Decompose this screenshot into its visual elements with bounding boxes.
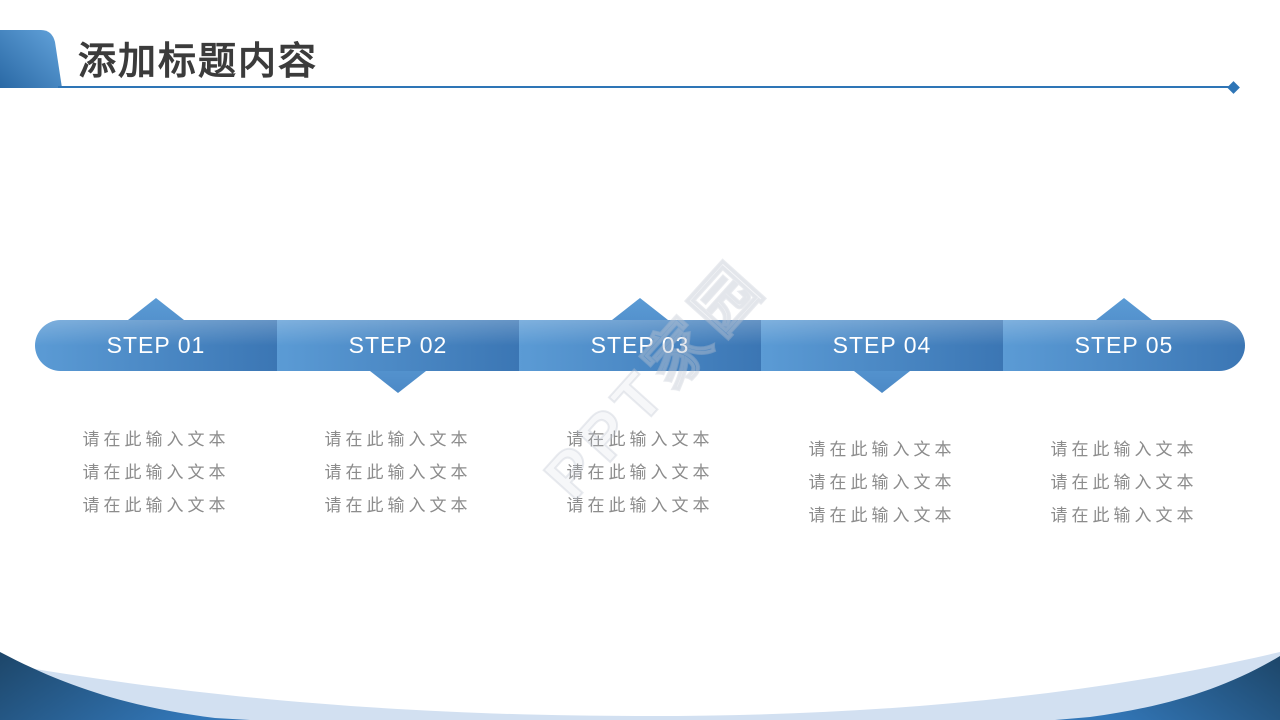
header-divider bbox=[58, 86, 1230, 88]
step-label: STEP 01 bbox=[106, 332, 206, 358]
step-segment: STEP 01 bbox=[35, 320, 277, 371]
placeholder-line: 请在此输入文本 bbox=[1050, 440, 1198, 459]
placeholder-line: 请在此输入文本 bbox=[566, 496, 714, 515]
step-label: STEP 03 bbox=[590, 332, 690, 358]
header-flag-shape bbox=[0, 30, 62, 88]
step-text-row: 请在此输入文本 请在此输入文本 请在此输入文本 请在此输入文本 请在此输入文本 … bbox=[35, 423, 1245, 532]
placeholder-line: 请在此输入文本 bbox=[808, 440, 956, 459]
placeholder-line: 请在此输入文本 bbox=[1050, 506, 1198, 525]
step-text-column: 请在此输入文本 请在此输入文本 请在此输入文本 bbox=[519, 423, 761, 532]
placeholder-line: 请在此输入文本 bbox=[566, 430, 714, 449]
placeholder-line: 请在此输入文本 bbox=[82, 496, 230, 515]
step-segment: STEP 02 bbox=[277, 320, 519, 371]
placeholder-line: 请在此输入文本 bbox=[82, 463, 230, 482]
step-label: STEP 04 bbox=[832, 332, 932, 358]
step-label: STEP 05 bbox=[1074, 332, 1174, 358]
divider-end-diamond-icon bbox=[1227, 81, 1240, 94]
placeholder-line: 请在此输入文本 bbox=[1050, 473, 1198, 492]
bottom-wave-decoration bbox=[0, 652, 1280, 720]
placeholder-line: 请在此输入文本 bbox=[82, 430, 230, 449]
placeholder-line: 请在此输入文本 bbox=[324, 463, 472, 482]
bottom-wave-left bbox=[0, 652, 250, 720]
step-text-column: 请在此输入文本 请在此输入文本 请在此输入文本 bbox=[761, 433, 1003, 532]
step-text-column: 请在此输入文本 请在此输入文本 请在此输入文本 bbox=[1003, 433, 1245, 532]
step-text-column: 请在此输入文本 请在此输入文本 请在此输入文本 bbox=[35, 423, 277, 532]
step-segment: STEP 03 bbox=[519, 320, 761, 371]
placeholder-line: 请在此输入文本 bbox=[808, 473, 956, 492]
placeholder-line: 请在此输入文本 bbox=[808, 506, 956, 525]
step-bar-track: STEP 01 STEP 02 STEP 03 STEP 04 STEP 05 bbox=[35, 320, 1245, 371]
step-text-column: 请在此输入文本 请在此输入文本 请在此输入文本 bbox=[277, 423, 519, 532]
bottom-wave-band bbox=[0, 652, 1280, 720]
placeholder-line: 请在此输入文本 bbox=[566, 463, 714, 482]
bottom-wave-right bbox=[1055, 656, 1280, 720]
step-bar: STEP 01 STEP 02 STEP 03 STEP 04 STEP 05 bbox=[35, 298, 1245, 393]
step-segment: STEP 05 bbox=[1003, 320, 1245, 371]
placeholder-line: 请在此输入文本 bbox=[324, 496, 472, 515]
placeholder-line: 请在此输入文本 bbox=[324, 430, 472, 449]
page-title: 添加标题内容 bbox=[78, 41, 319, 83]
step-segment: STEP 04 bbox=[761, 320, 1003, 371]
step-label: STEP 02 bbox=[348, 332, 448, 358]
